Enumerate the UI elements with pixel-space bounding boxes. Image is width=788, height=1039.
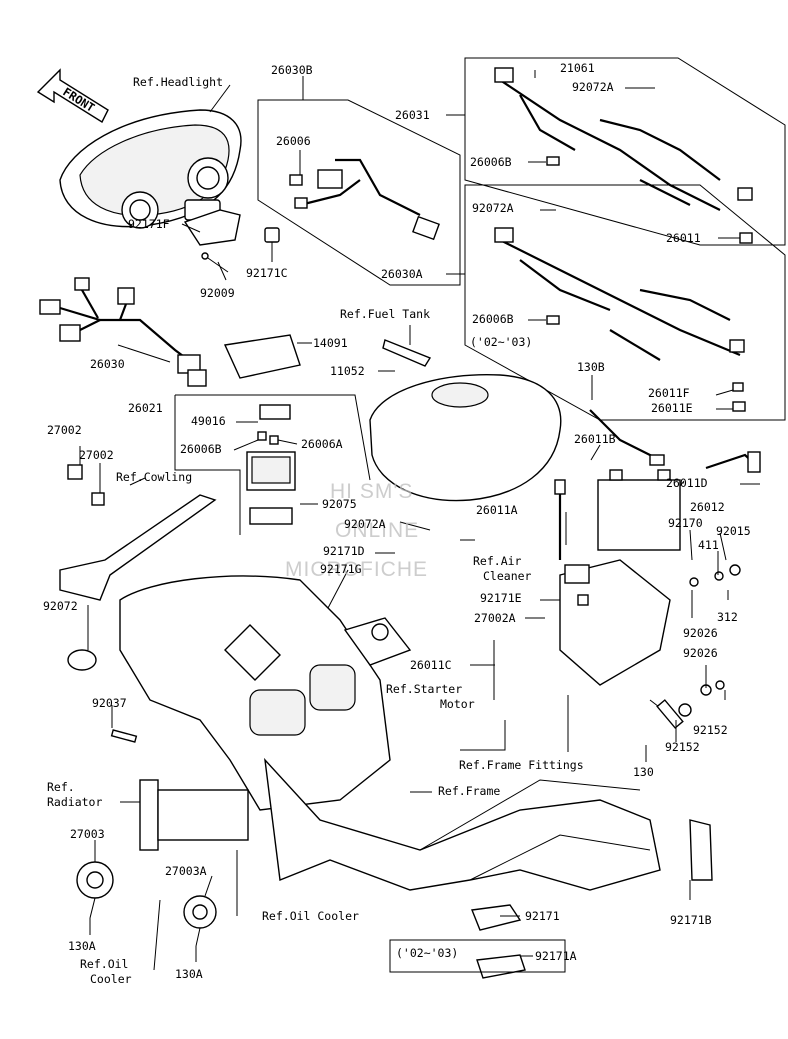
watermark-line-2: ONLINE <box>335 519 419 542</box>
label-21061: 21061 <box>560 61 595 75</box>
label-ref-oil-cooler: Ref.Oil Cooler <box>262 909 359 923</box>
bolt-92009 <box>204 255 229 273</box>
label-ref-oil-cooler: Cooler <box>90 972 132 986</box>
label-92075: 92075 <box>322 497 357 511</box>
label-92152: 92152 <box>665 740 700 754</box>
label-26031: 26031 <box>395 108 430 122</box>
label-92037: 92037 <box>92 696 127 710</box>
label-26011F: 26011F <box>648 386 690 400</box>
label-92072: 92072 <box>43 599 78 613</box>
label-26030: 26030 <box>90 357 125 371</box>
label-130: 130 <box>633 765 654 779</box>
label-ref-air-cleaner: Ref.Air <box>473 554 522 568</box>
label-26006B: 26006B <box>472 312 514 326</box>
label-ref-radiator: Ref. <box>47 780 75 794</box>
battery-group <box>554 409 761 729</box>
label-411: 411 <box>698 538 719 552</box>
label-26011D: 26011D <box>666 476 708 490</box>
label-26030B: 26030B <box>271 63 313 77</box>
label-49016: 49016 <box>191 414 226 428</box>
year-box-bottom <box>389 939 566 973</box>
label-27003A: 27003A <box>165 864 207 878</box>
watermark: HI SM'S ONLINE MICROFICHE <box>285 480 428 581</box>
label-11052: 11052 <box>330 364 365 378</box>
label-27002: 27002 <box>79 448 114 462</box>
group-26030A <box>464 184 786 421</box>
label-ref-starter: Motor <box>440 697 475 711</box>
group-26030B <box>257 99 461 286</box>
label-92009: 92009 <box>200 286 235 300</box>
cowling-bracket <box>59 464 217 743</box>
label-ref-radiator: Radiator <box>47 795 102 809</box>
label-92072A: 92072A <box>572 80 614 94</box>
label-92170: 92170 <box>668 516 703 530</box>
front-label: FRONT <box>60 85 97 115</box>
watermark-line-1: HI SM'S <box>330 480 413 503</box>
label-92072A: 92072A <box>472 201 514 215</box>
label-ref-fuel-tank: Ref.Fuel Tank <box>340 307 430 321</box>
label-26011C: 26011C <box>410 658 452 672</box>
label-year-0203: ('02~'03) <box>470 335 532 349</box>
label-92015: 92015 <box>716 524 751 538</box>
headlight-assembly <box>59 109 242 229</box>
group-26021 <box>174 394 371 535</box>
label-26021: 26021 <box>128 401 163 415</box>
label-ref-starter: Ref.Starter <box>386 682 462 696</box>
leader-lines <box>79 70 760 971</box>
label-26006A: 26006A <box>301 437 343 451</box>
label-92171B: 92171B <box>670 913 712 927</box>
label-92171F: 92171F <box>128 217 170 231</box>
cover-14091 <box>223 334 301 379</box>
label-ref-oil-cooler: Ref.Oil <box>80 957 128 971</box>
harness-26030 <box>39 277 207 387</box>
label-year-0203: ('02~'03) <box>396 946 458 960</box>
label-26011E: 26011E <box>651 401 693 415</box>
label-ref-headlight: Ref.Headlight <box>133 75 223 89</box>
label-92026: 92026 <box>683 646 718 660</box>
watermark-line-3: MICROFICHE <box>285 558 428 581</box>
label-130A: 130A <box>175 967 203 981</box>
label-26006: 26006 <box>276 134 311 148</box>
clip-92171C <box>264 227 280 243</box>
label-27003: 27003 <box>70 827 105 841</box>
label-ref-cowling: Ref.Cowling <box>116 470 192 484</box>
label-92171C: 92171C <box>246 266 288 280</box>
fuel-tank <box>369 339 562 502</box>
label-26006B: 26006B <box>180 442 222 456</box>
label-14091: 14091 <box>313 336 348 350</box>
group-26031 <box>464 57 786 246</box>
label-26011B: 26011B <box>574 432 616 446</box>
label-26006B: 26006B <box>470 155 512 169</box>
horn-27003 <box>76 861 114 919</box>
label-27002: 27002 <box>47 423 82 437</box>
label-92171: 92171 <box>525 909 560 923</box>
label-92171E: 92171E <box>480 591 522 605</box>
label-130B: 130B <box>577 360 605 374</box>
label-312: 312 <box>717 610 738 624</box>
label-92171G: 92171G <box>320 562 362 576</box>
label-27002A: 27002A <box>474 611 516 625</box>
label-92171D: 92171D <box>323 544 365 558</box>
label-ref-frame: Ref.Frame <box>438 784 500 798</box>
label-ref-air-cleaner: Cleaner <box>483 569 532 583</box>
bracket-92171F <box>183 209 241 246</box>
label-26030A: 26030A <box>381 267 423 281</box>
label-92171A: 92171A <box>535 949 577 963</box>
label-92026: 92026 <box>683 626 718 640</box>
label-26011A: 26011A <box>476 503 518 517</box>
horn-27003A <box>183 895 217 947</box>
label-92152: 92152 <box>693 723 728 737</box>
frame-body <box>119 575 713 979</box>
label-26011: 26011 <box>666 231 701 245</box>
front-arrow-icon: FRONT <box>36 68 109 124</box>
label-92072A: 92072A <box>344 517 386 531</box>
label-ref-frame-fittings: Ref.Frame Fittings <box>459 758 584 772</box>
label-130A: 130A <box>68 939 96 953</box>
part-labels: Ref.Headlight 26030B 26006 21061 92072A … <box>43 61 751 986</box>
label-26012: 26012 <box>690 500 725 514</box>
